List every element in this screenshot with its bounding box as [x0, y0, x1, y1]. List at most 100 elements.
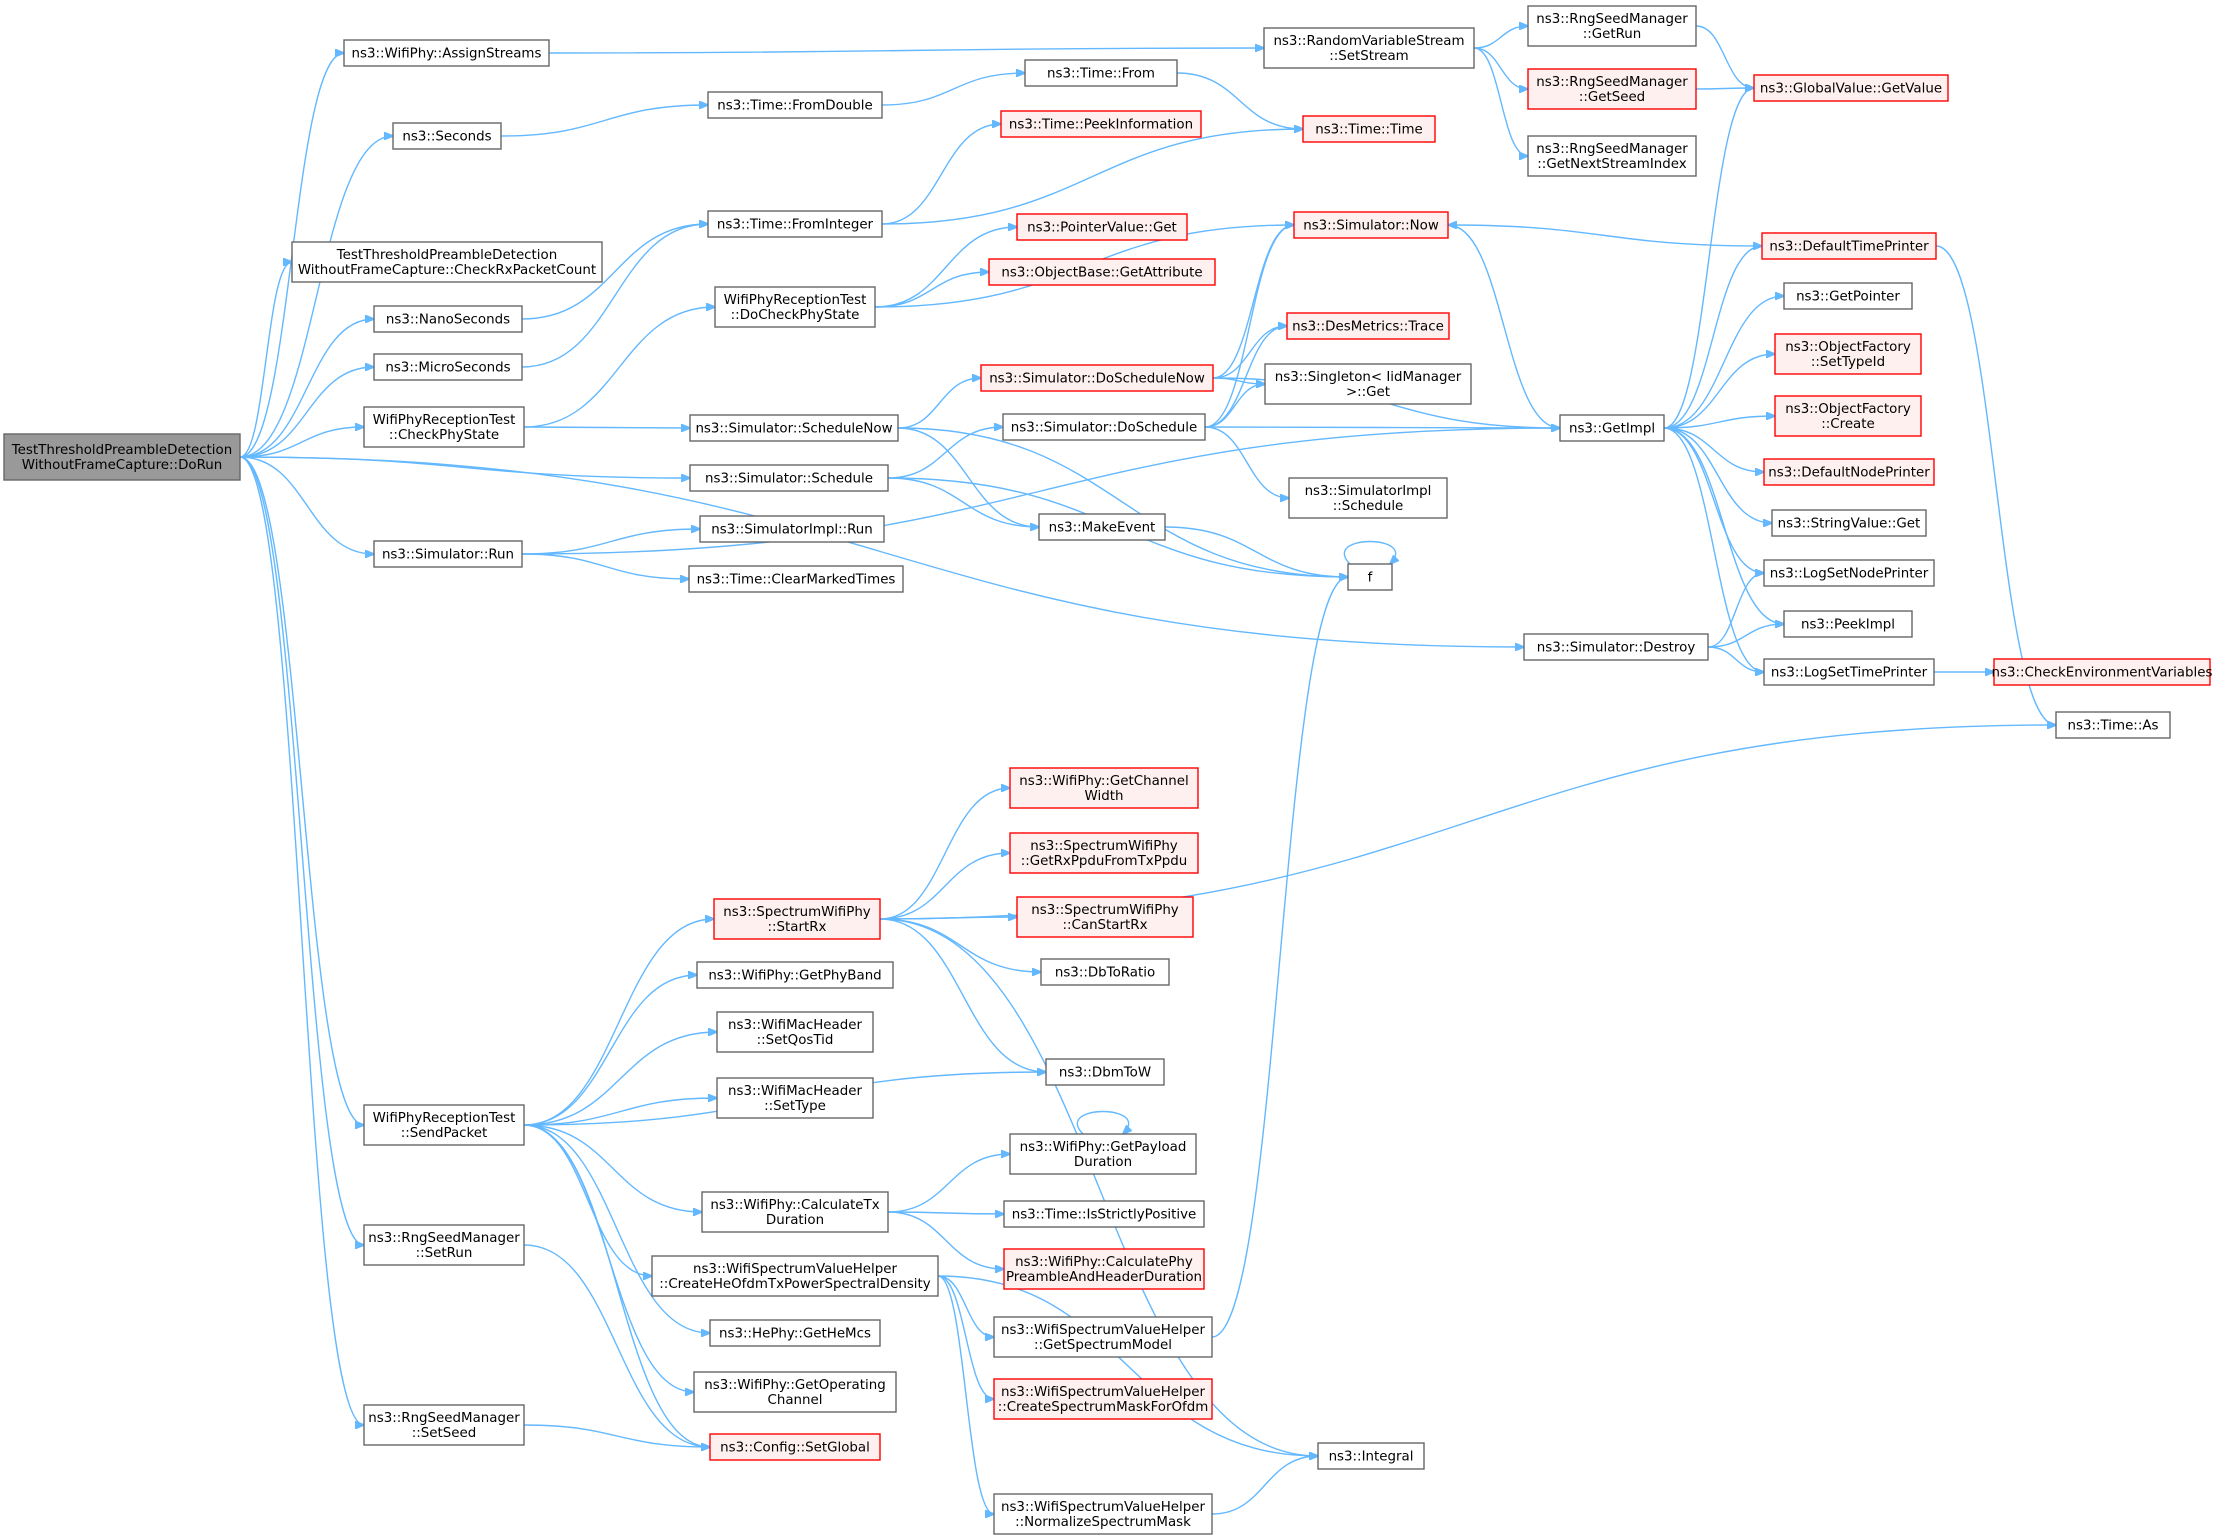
- node-makeevent[interactable]: ns3::MakeEvent: [1038, 513, 1166, 541]
- node-peekinfo[interactable]: ns3::Time::PeekInformation: [1000, 110, 1202, 138]
- node-settype[interactable]: ns3::WifiMacHeader::SetType: [716, 1077, 874, 1119]
- node-getimpl[interactable]: ns3::GetImpl: [1559, 414, 1665, 442]
- node-rnggetrun[interactable]: ns3::RngSeedManager::GetRun: [1527, 5, 1697, 47]
- node-checkrx[interactable]: TestThresholdPreambleDetectionWithoutFra…: [291, 241, 603, 283]
- node-box: [1302, 115, 1436, 143]
- node-schedulenow[interactable]: ns3::Simulator::ScheduleNow: [689, 414, 899, 442]
- node-label: ::SetStream: [1329, 49, 1408, 64]
- node-root[interactable]: TestThresholdPreambleDetectionWithoutFra…: [3, 433, 241, 481]
- node-isstrictlypos[interactable]: ns3::Time::IsStrictlyPositive: [1003, 1200, 1205, 1228]
- node-defaulttimeprinter[interactable]: ns3::DefaultTimePrinter: [1761, 232, 1937, 260]
- node-calcphypreamble[interactable]: ns3::WifiPhy::CalculatePhyPreambleAndHea…: [1003, 1248, 1205, 1290]
- edge-getImpl-to-defaultNodePrinter: [1663, 427, 1764, 472]
- node-rngnextstream[interactable]: ns3::RngSeedManager::GetNextStreamIndex: [1527, 135, 1697, 177]
- node-integral[interactable]: ns3::Integral: [1317, 1442, 1425, 1470]
- node-label: ns3::ObjectFactory: [1785, 340, 1911, 355]
- node-simimplrun[interactable]: ns3::SimulatorImpl::Run: [699, 515, 885, 543]
- node-ofcreate[interactable]: ns3::ObjectFactory::Create: [1774, 395, 1922, 437]
- node-simschedule[interactable]: ns3::Simulator::Schedule: [689, 464, 889, 492]
- node-simimplschedule[interactable]: ns3::SimulatorImpl::Schedule: [1288, 477, 1448, 519]
- node-stringget[interactable]: ns3::StringValue::Get: [1771, 509, 1927, 537]
- node-setqostid[interactable]: ns3::WifiMacHeader::SetQosTid: [716, 1011, 874, 1053]
- node-dbtoratio[interactable]: ns3::DbToRatio: [1040, 958, 1170, 986]
- node-defaultnodeprinter[interactable]: ns3::DefaultNodePrinter: [1763, 458, 1935, 486]
- edge-sendPacket-to-createHeOfdm: [523, 1124, 652, 1276]
- node-label: ns3::WifiMacHeader: [728, 1084, 862, 1099]
- node-randsetstream[interactable]: ns3::RandomVariableStream::SetStream: [1263, 27, 1475, 69]
- node-doschedulenow[interactable]: ns3::Simulator::DoScheduleNow: [980, 364, 1214, 392]
- node-box: [689, 464, 889, 492]
- node-seconds[interactable]: ns3::Seconds: [392, 122, 502, 150]
- edge-createHeOfdm-to-normalizeMask: [937, 1275, 994, 1514]
- node-timeas[interactable]: ns3::Time::As: [2055, 711, 2171, 739]
- node-label: ::SendPacket: [401, 1126, 488, 1141]
- node-getrxppdu[interactable]: ns3::SpectrumWifiPhy::GetRxPpduFromTxPpd…: [1009, 832, 1199, 874]
- node-getspectrummodel[interactable]: ns3::WifiSpectrumValueHelper::GetSpectru…: [993, 1316, 1213, 1358]
- edge-doScheduleNow-to-desTrace: [1212, 326, 1287, 379]
- node-singletonget[interactable]: ns3::Singleton< IidManager>::Get: [1264, 363, 1472, 405]
- node-doschedule[interactable]: ns3::Simulator::DoSchedule: [1002, 413, 1206, 441]
- node-label: ::Schedule: [1333, 499, 1404, 514]
- node-assignstreams[interactable]: ns3::WifiPhy::AssignStreams: [343, 39, 550, 67]
- node-simrun[interactable]: ns3::Simulator::Run: [373, 540, 523, 568]
- node-ofsettypeid[interactable]: ns3::ObjectFactory::SetTypeId: [1774, 333, 1922, 375]
- node-label: ns3::SpectrumWifiPhy: [723, 905, 871, 920]
- edge-scheduleNow-to-makeEvent: [897, 427, 1039, 527]
- node-box: [1002, 413, 1206, 441]
- node-dbmtow[interactable]: ns3::DbmToW: [1045, 1058, 1165, 1086]
- node-label: ns3::GetImpl: [1569, 422, 1655, 437]
- node-simdestroy[interactable]: ns3::Simulator::Destroy: [1523, 633, 1709, 661]
- node-configsetglobal[interactable]: ns3::Config::SetGlobal: [709, 1433, 881, 1461]
- node-globalgetvalue[interactable]: ns3::GlobalValue::GetValue: [1753, 74, 1949, 102]
- node-timefrom[interactable]: ns3::Time::From: [1024, 59, 1178, 87]
- edge-startRx-to-canStartRx: [879, 917, 1017, 919]
- node-label: ns3::SpectrumWifiPhy: [1031, 903, 1179, 918]
- node-simnow[interactable]: ns3::Simulator::Now: [1293, 211, 1449, 239]
- node-label: ::NormalizeSpectrumMask: [1015, 1515, 1191, 1530]
- node-createheofdm[interactable]: ns3::WifiSpectrumValueHelper::CreateHeOf…: [651, 1255, 939, 1297]
- node-getpointer[interactable]: ns3::GetPointer: [1783, 282, 1913, 310]
- node-timetime[interactable]: ns3::Time::Time: [1302, 115, 1436, 143]
- node-logsettime[interactable]: ns3::LogSetTimePrinter: [1763, 658, 1935, 686]
- node-sendpacket[interactable]: WifiPhyReceptionTest::SendPacket: [363, 1104, 525, 1146]
- node-box: [1288, 477, 1448, 519]
- node-timefromdouble[interactable]: ns3::Time::FromDouble: [707, 91, 883, 119]
- node-createmask[interactable]: ns3::WifiSpectrumValueHelper::CreateSpec…: [993, 1378, 1213, 1420]
- node-docheckphystate[interactable]: WifiPhyReceptionTest::DoCheckPhyState: [714, 286, 876, 328]
- node-checkenv[interactable]: ns3::CheckEnvironmentVariables: [1992, 658, 2213, 686]
- edge-timeFrom-to-timeTime: [1176, 72, 1303, 129]
- node-setseed[interactable]: ns3::RngSeedManager::SetSeed: [363, 1404, 525, 1446]
- node-startrx[interactable]: ns3::SpectrumWifiPhy::StartRx: [713, 898, 881, 940]
- node-getattribute[interactable]: ns3::ObjectBase::GetAttribute: [988, 258, 1216, 286]
- node-canstartrx[interactable]: ns3::SpectrumWifiPhy::CanStartRx: [1016, 896, 1194, 938]
- node-normalizemask[interactable]: ns3::WifiSpectrumValueHelper::NormalizeS…: [993, 1493, 1213, 1535]
- node-label: ns3::Time::As: [2068, 719, 2159, 734]
- node-label: ns3::RngSeedManager: [368, 1231, 520, 1246]
- node-clearmarked[interactable]: ns3::Time::ClearMarkedTimes: [688, 565, 904, 593]
- edge-root-to-setRun: [239, 456, 364, 1245]
- node-box: [373, 353, 523, 381]
- node-rnggetseed[interactable]: ns3::RngSeedManager::GetSeed: [1527, 68, 1697, 110]
- node-destrace[interactable]: ns3::DesMetrics::Trace: [1286, 312, 1450, 340]
- node-timefrominteger[interactable]: ns3::Time::FromInteger: [707, 210, 883, 238]
- node-pointerget[interactable]: ns3::PointerValue::Get: [1016, 213, 1188, 241]
- node-setrun[interactable]: ns3::RngSeedManager::SetRun: [363, 1224, 525, 1266]
- node-microseconds[interactable]: ns3::MicroSeconds: [373, 353, 523, 381]
- node-box: [707, 91, 883, 119]
- node-nanoseconds[interactable]: ns3::NanoSeconds: [373, 305, 523, 333]
- node-getphyband[interactable]: ns3::WifiPhy::GetPhyBand: [696, 961, 894, 989]
- node-peekimpl[interactable]: ns3::PeekImpl: [1783, 610, 1913, 638]
- node-label: ns3::ObjectBase::GetAttribute: [1001, 266, 1202, 281]
- node-label: TestThresholdPreambleDetection: [11, 443, 232, 458]
- node-f[interactable]: f: [1347, 563, 1393, 591]
- node-logsetnode[interactable]: ns3::LogSetNodePrinter: [1763, 559, 1935, 587]
- node-label: ns3::Simulator::DoSchedule: [1011, 421, 1197, 436]
- node-gethemcs[interactable]: ns3::HePhy::GetHeMcs: [709, 1319, 881, 1347]
- node-checkphystate[interactable]: WifiPhyReceptionTest::CheckPhyState: [363, 406, 525, 448]
- node-label: ns3::ObjectFactory: [1785, 402, 1911, 417]
- node-box: [1993, 658, 2211, 686]
